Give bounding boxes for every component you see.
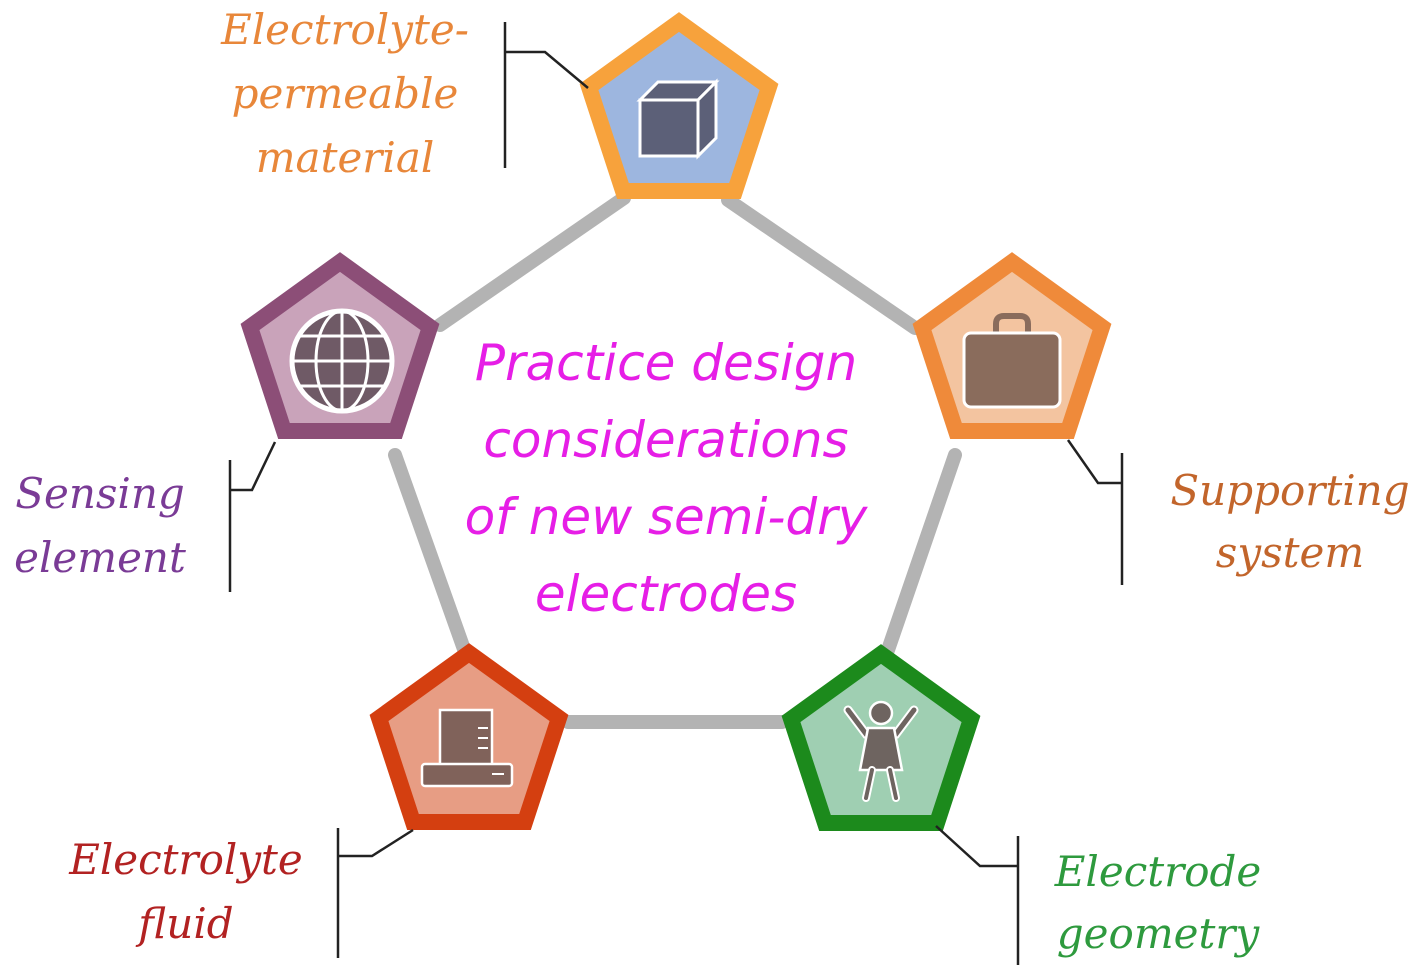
callout-bottom-left [336,828,414,958]
label-top-line-1: Electrolyte- [220,5,469,54]
briefcase-body [962,331,1062,409]
connector-right-bottom-right [881,448,962,657]
connector-bottom-left-left [388,448,472,659]
briefcase-handle [993,313,1031,336]
briefcase-icon [962,313,1062,409]
node-electrode-geometry: Electrode geometry [781,644,1261,965]
center-title-line-1: Practice design [475,334,857,392]
label-top-line-3: material [256,133,435,182]
printer-base [420,762,514,788]
callout-left [228,441,277,592]
connector-top-right [721,193,922,335]
person-icon [843,700,919,802]
label-bottom-left-line-2: fluid [135,899,233,948]
person-dress [858,726,904,772]
label-right-line-1: Supporting [1170,466,1409,515]
cube-front-face [638,98,700,158]
printer-icon [420,708,514,788]
center-title-line-4: electrodes [535,565,797,623]
connector-left-top [433,191,631,332]
label-left-line-1: Sensing [15,469,185,518]
center-title-line-2: considerations [483,411,848,469]
cube-side-face [696,78,718,160]
callout-right [1066,439,1124,585]
node-electrolyte-fluid: Electrolyte fluid [68,643,569,958]
node-sensing-element: Sensing element [14,252,440,592]
label-bottom-left-line-1: Electrolyte [68,835,303,884]
label-left-line-2: element [14,533,186,582]
label-right-line-2: system [1216,528,1364,577]
center-title-line-3: of new semi-dry [465,488,869,546]
person-legs-fill [864,768,898,800]
callout-top [503,22,589,168]
label-bottom-right-line-1: Electrode [1054,847,1261,896]
label-bottom-right-line-2: geometry [1057,909,1261,958]
cube-icon [636,78,720,160]
center-title: Practice design considerations of new se… [465,334,869,623]
callout-bottom-right [935,825,1020,965]
person-head [868,700,894,726]
connector-ring [388,191,962,729]
node-electrolyte-permeable-material: Electrolyte- permeable material [220,5,779,199]
node-supporting-system: Supporting system [912,252,1410,585]
label-top-line-2: permeable [232,69,459,118]
globe-icon [289,308,395,414]
